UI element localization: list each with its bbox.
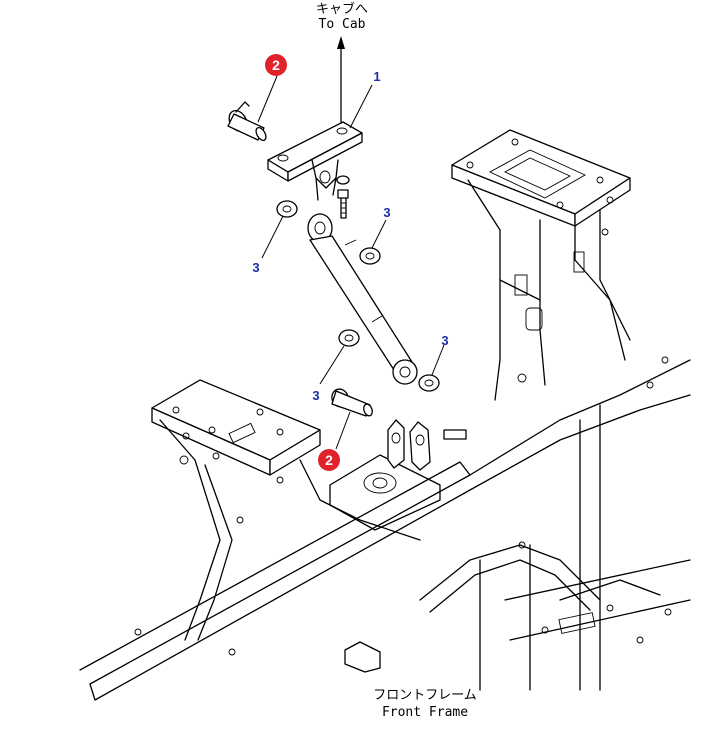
washer-upper-right bbox=[359, 247, 381, 265]
washer-lower-left bbox=[338, 329, 360, 347]
link-rod bbox=[307, 213, 418, 385]
to-cab-label-en: To Cab bbox=[319, 17, 366, 32]
svg-text:3: 3 bbox=[252, 260, 259, 275]
washer-upper-left bbox=[276, 200, 298, 218]
svg-text:1: 1 bbox=[373, 69, 380, 84]
front-frame-label-jp: フロントフレーム bbox=[373, 688, 477, 703]
svg-text:3: 3 bbox=[441, 333, 448, 348]
front-frame-label-en: Front Frame bbox=[382, 705, 468, 720]
callout-washer-3-a: 3 bbox=[252, 215, 284, 275]
callout-part-2-top: 2 bbox=[257, 54, 287, 123]
clevis-bracket bbox=[329, 419, 467, 531]
callout-part-1: 1 bbox=[349, 69, 381, 129]
callout-part-2-bottom: 2 bbox=[318, 411, 351, 471]
svg-text:3: 3 bbox=[383, 205, 390, 220]
callout-washer-3-d: 3 bbox=[312, 345, 345, 403]
to-cab-label-jp: キャブへ bbox=[316, 1, 368, 17]
pin-bottom bbox=[331, 388, 373, 417]
washer-lower-right bbox=[418, 374, 440, 392]
svg-text:2: 2 bbox=[272, 57, 280, 73]
callout-washer-3-c: 3 bbox=[431, 333, 449, 376]
pin-top bbox=[227, 101, 267, 142]
bracket-plate-part-1 bbox=[267, 121, 363, 201]
bolt bbox=[336, 175, 350, 219]
front-frame bbox=[79, 356, 691, 701]
to-cab-arrow bbox=[337, 36, 345, 131]
svg-text:2: 2 bbox=[325, 452, 333, 468]
right-tower bbox=[451, 129, 631, 401]
svg-text:3: 3 bbox=[312, 388, 319, 403]
left-mount-pad bbox=[151, 379, 321, 476]
callout-washer-3-b: 3 bbox=[371, 205, 391, 249]
